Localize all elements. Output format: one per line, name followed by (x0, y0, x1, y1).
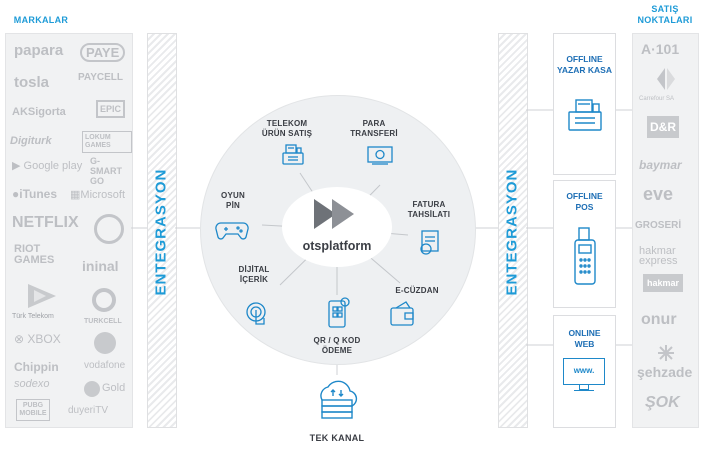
integration-left-bar (147, 33, 177, 428)
brand-chippin: Chippin (14, 360, 59, 374)
brand-microsoft: ▦Microsoft (70, 188, 125, 201)
monitor-base (574, 390, 594, 391)
brand-riot: RIOT GAMES (14, 243, 55, 266)
integration-right-bar (498, 33, 528, 428)
vodafone-logo (94, 332, 116, 354)
channel-offline-pos-label: OFFLINE POS (566, 191, 603, 212)
xbox-icon: ⊗ (14, 332, 25, 346)
turktelekom-logo (26, 282, 60, 310)
brand-paye: PAYE (80, 43, 126, 62)
brand-aksigorta: AKSigorta (12, 106, 66, 118)
cash-register-icon (280, 141, 306, 167)
brand-n-circle (94, 214, 124, 244)
service-fatura-label: FATURA TAHSİLATI (407, 200, 451, 219)
gamepad-icon (215, 219, 249, 241)
point-groseri: GROSERİ (635, 220, 682, 231)
point-hakmar-express: hakmar express (639, 245, 678, 267)
center-disc (282, 187, 392, 267)
brand-papara: papara (14, 42, 64, 59)
brands-header: MARKALAR (13, 15, 69, 25)
register-icon (566, 94, 604, 134)
center-logo-text: otsplatform (302, 239, 372, 253)
channel-offline-pos: OFFLINE POS (553, 180, 616, 308)
apple-icon: ● (12, 187, 20, 201)
point-hakmar: hakmar (643, 274, 684, 292)
play-icon: ▶ (12, 160, 21, 172)
service-para-label: PARA TRANSFERİ (350, 119, 398, 138)
brand-googleplay: ▶ Google play (12, 159, 82, 172)
brand-paycell: PAYCELL (78, 72, 124, 83)
bottom-label: TEK KANAL (309, 433, 365, 443)
money-transfer-icon (366, 144, 394, 166)
brand-itunes-text: iTunes (19, 187, 58, 201)
turkcell-logo (92, 288, 116, 312)
point-baymar: baymar (639, 158, 682, 172)
brand-itunes: ●iTunes (12, 187, 57, 201)
brand-ininal: ininal (82, 258, 119, 274)
ots-logo-icon (312, 197, 360, 231)
touch-icon (242, 300, 270, 332)
point-onur: onur (641, 311, 677, 328)
monitor-stand (579, 385, 589, 390)
point-dr: D&R (647, 116, 679, 138)
brand-gold: Gold (102, 382, 126, 394)
wallet-icon (388, 300, 418, 328)
monitor-icon (563, 358, 605, 385)
point-sok: ŞOK (645, 394, 680, 411)
channel-offline-kasa-label: OFFLINE YAZAR KASA (557, 54, 612, 75)
brand-xbox: ⊗ XBOX (14, 332, 61, 346)
channel-online-web: ONLINE WEB www. (553, 315, 616, 428)
service-oyun-label: OYUN PİN (221, 191, 245, 210)
brand-tosla: tosla (14, 74, 50, 91)
point-sehzade: şehzade (637, 364, 693, 380)
brand-duyeri: duyeriTV (68, 405, 109, 416)
windows-icon: ▦ (70, 189, 81, 201)
service-qr-label: QR / Q KOD ÖDEME (313, 336, 361, 355)
service-dijital-label: DİJİTAL İÇERİK (238, 265, 270, 284)
brand-lokum: LOKUM GAMES (82, 131, 132, 153)
carrefour-logo (655, 66, 677, 92)
brands-panel: papara PAYE tosla PAYCELL AKSigorta EPIC… (5, 33, 133, 428)
point-eve: eve (643, 184, 674, 204)
brand-pubg: PUBG MOBILE (16, 399, 50, 421)
brand-gsmart: G-SMART GO (90, 156, 122, 186)
cloud-server-icon (310, 380, 364, 420)
channel-offline-kasa: OFFLINE YAZAR KASA (553, 33, 616, 175)
brand-xbox-text: XBOX (27, 332, 61, 346)
brand-sodexo: sodexo (14, 378, 50, 390)
channel-online-web-label: ONLINE WEB (568, 328, 601, 349)
point-a101: A·101 (641, 41, 680, 57)
brand-digiturk: Digiturk (10, 135, 52, 147)
gold-icon (84, 381, 100, 397)
sehzade-sun-icon (657, 344, 675, 362)
brand-epic: EPIC (96, 100, 126, 118)
points-header: SATIŞ NOKTALARI (637, 4, 693, 25)
brand-turkcell: TURKCELL (84, 318, 122, 325)
qr-phone-icon (325, 297, 351, 329)
invoice-icon (416, 228, 444, 256)
pos-terminal-icon (570, 225, 600, 287)
service-telekom-label: TELEKOM ÜRÜN SATIŞ (261, 119, 313, 138)
point-carrefour: Carrefour SA (639, 96, 675, 102)
web-screen-text: www. (573, 366, 595, 375)
brand-netflix: NETFLIX (12, 214, 79, 231)
brand-turktelekom: Türk Telekom (12, 313, 54, 320)
brand-vodafone: vodafone (84, 360, 126, 371)
service-ecuzdan-label: E-CÜZDAN (395, 286, 439, 295)
points-panel: A·101 Carrefour SA D&R baymar eve GROSER… (632, 33, 699, 428)
brand-googleplay-text: Google play (23, 160, 83, 172)
brand-microsoft-text: Microsoft (80, 189, 126, 201)
